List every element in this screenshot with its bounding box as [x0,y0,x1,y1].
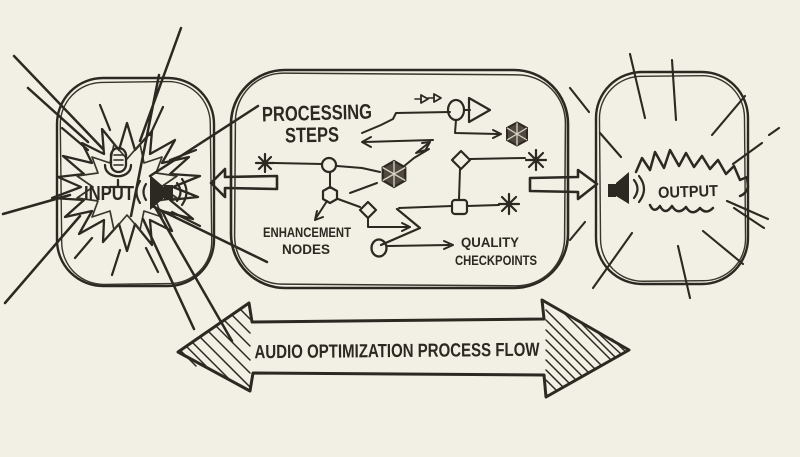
circle-node [320,156,338,174]
flow-arrow [367,217,408,228]
arrowhead [421,141,431,150]
flow-arrow [454,119,499,135]
output-box: OUTPUT [568,52,781,300]
hexagon-node [506,121,528,147]
square-node [450,198,469,216]
arrowhead [361,136,372,148]
circle-node-bottom [370,238,388,258]
arrowhead [401,222,411,232]
noise-starburst-icon [1,26,269,343]
arrowhead [443,240,454,250]
enhancement-label-line1: ENHANCEMENT [263,225,352,240]
input-box: INPUT [1,26,269,343]
quality-label-line1: QUALITY [461,234,520,250]
hexagon-node-center [381,159,407,189]
asterisk-node [254,152,276,174]
processing-box-border-sketch [233,72,567,287]
play-triangle-node [467,96,492,124]
asterisk-node [524,148,548,172]
microphone-icon [103,146,133,189]
small-hexagon-node [321,185,339,205]
clean-signal-rays-icon [568,52,781,300]
enhancement-label-line2: NODES [282,242,330,257]
processing-title-line2: STEPS [285,124,339,148]
connector [398,205,453,209]
connector [349,182,378,194]
connector [336,165,381,173]
banner-label: AUDIO OPTIMIZATION PROCESS FLOW [254,340,539,363]
input-label: INPUT [84,183,134,205]
processing-box-border [229,68,570,290]
connector [469,157,526,160]
diamond-node-small [358,200,378,220]
double-arrow-banner [176,298,631,399]
lightning-connector [379,207,422,247]
output-box-border-sketch [598,75,747,282]
diamond-node [450,149,472,171]
flow-arrow [387,244,450,247]
right-block-arrow [528,168,599,201]
arrowhead [492,129,502,139]
flow-banner: AUDIO OPTIMIZATION PROCESS FLOW [176,298,631,399]
speaker-icon [135,175,188,210]
left-arrowhead-hatch [180,308,251,388]
connector [458,168,461,200]
asterisk-node [497,192,521,216]
input-box-border [55,76,216,288]
input-box-border-sketch [59,80,213,286]
connector [337,198,361,208]
speaker-icon [608,172,646,204]
connector [466,204,500,207]
right-arrowhead-hatch [545,309,627,391]
output-label: OUTPUT [658,183,719,202]
connector [273,162,323,165]
zigzag-arrow [402,141,431,168]
arrowhead [314,210,324,221]
waveform-icon [634,148,750,214]
processing-title-line1: PROCESSING [262,101,373,127]
flow-line-top [361,111,451,134]
processing-box: PROCESSING STEPS [229,68,570,290]
label-arrow [315,200,328,219]
chevron-right-icons [414,93,442,104]
left-block-arrow [209,167,279,199]
quality-label-line2: CHECKPOINTS [455,252,537,268]
process-node-ellipse [446,98,466,122]
flow-arrow-left [363,139,434,143]
